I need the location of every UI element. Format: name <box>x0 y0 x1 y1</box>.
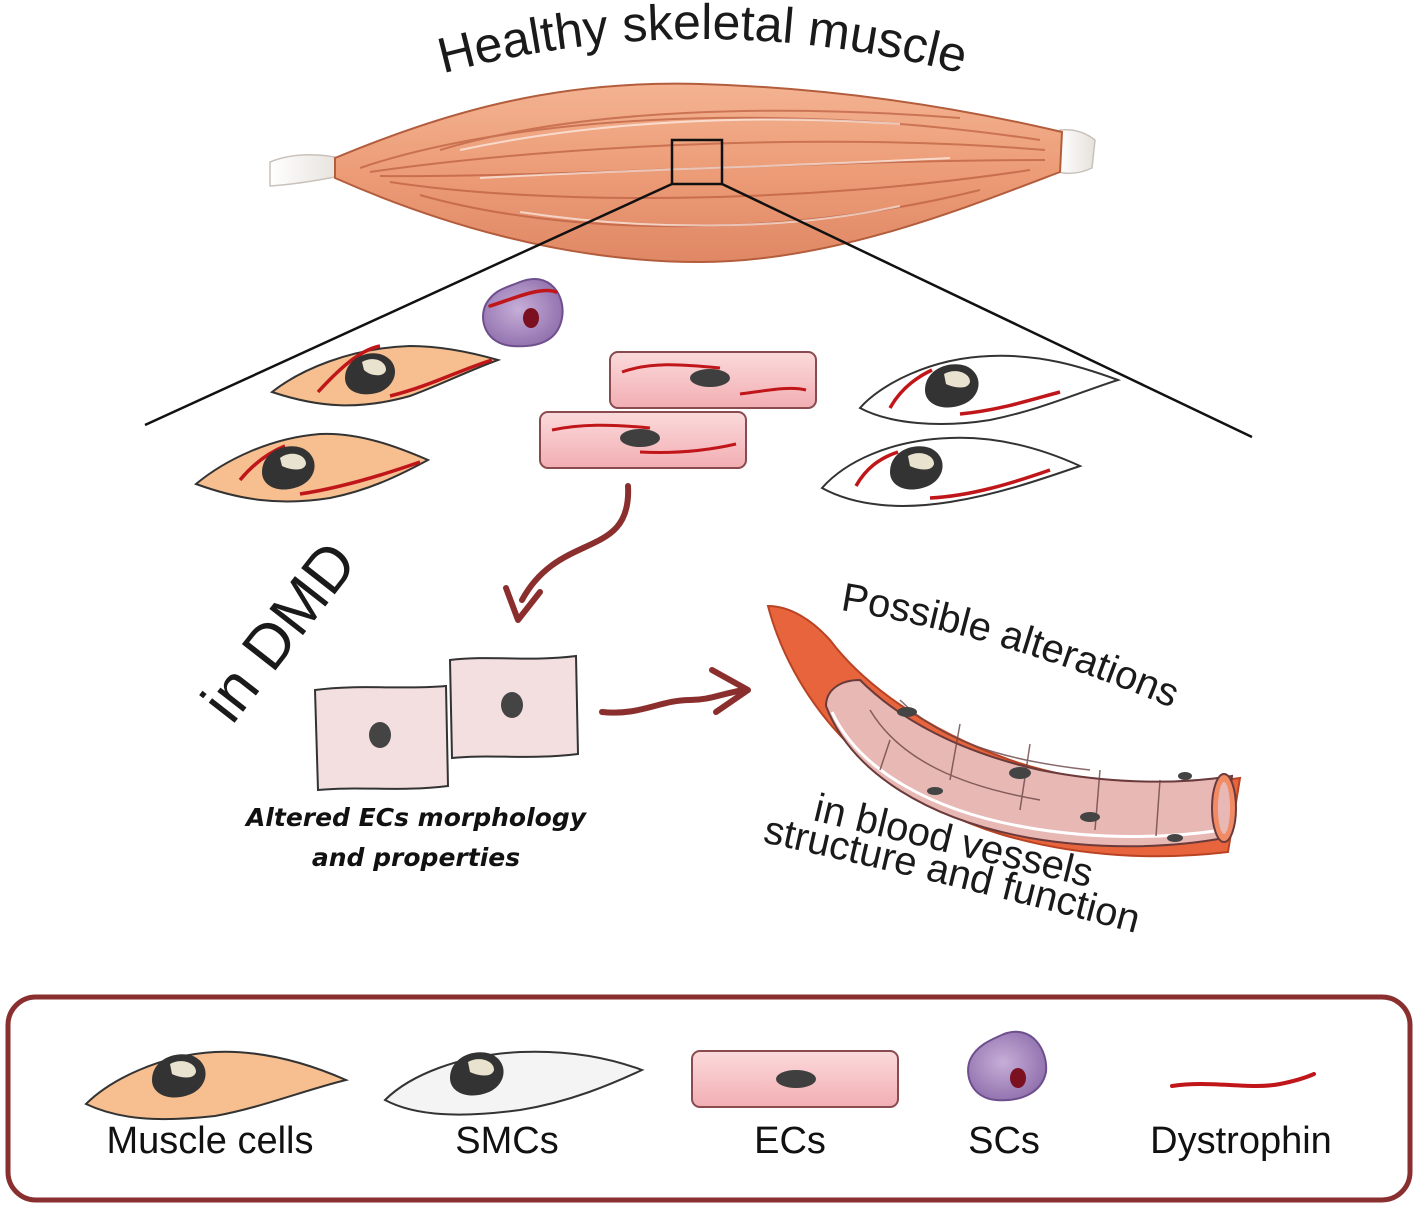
skeletal-muscle <box>269 82 1096 264</box>
endothelial-cell-2 <box>539 411 747 469</box>
endothelial-cell-1 <box>609 351 817 409</box>
ec-note-line1: Altered ECs morphology <box>244 803 588 832</box>
zoom-box <box>670 138 724 186</box>
legend-label-muscle: Muscle cells <box>107 1120 314 1162</box>
legend-label-dystrophin: Dystrophin <box>1150 1120 1332 1162</box>
legend-label-sc: SCs <box>968 1120 1040 1162</box>
title: Healthy skeletal muscle <box>432 0 973 84</box>
ec-note-line2: and properties <box>312 843 520 872</box>
legend-label-smc: SMCs <box>455 1120 558 1162</box>
zoom-line-left <box>144 182 673 427</box>
satellite-cell <box>482 278 564 348</box>
blood-vessel <box>766 604 1242 858</box>
dmd-endothelial-cells <box>313 654 580 792</box>
arrow-to-dmd <box>503 483 632 623</box>
muscle-cell-1 <box>269 344 502 407</box>
vessel-caption-line1: Possible alterations <box>838 575 1185 716</box>
legend-smc-icon <box>383 1050 645 1116</box>
legend-sc-icon <box>967 1031 1048 1102</box>
smooth-muscle-cell-1 <box>858 354 1122 425</box>
legend-label-ec: ECs <box>754 1120 826 1162</box>
zoom-line-right <box>721 182 1253 439</box>
legend-dystrophin-icon <box>1170 1072 1316 1088</box>
muscle-cell-2 <box>194 432 431 503</box>
smooth-muscle-cell-2 <box>820 436 1083 507</box>
legend-muscle-cell-icon <box>84 1050 350 1121</box>
legend-ec-icon <box>691 1050 899 1108</box>
legend: Muscle cells SMCs ECs SCs Dystrophin <box>5 994 1413 1203</box>
arrow-to-vessel <box>599 667 751 716</box>
